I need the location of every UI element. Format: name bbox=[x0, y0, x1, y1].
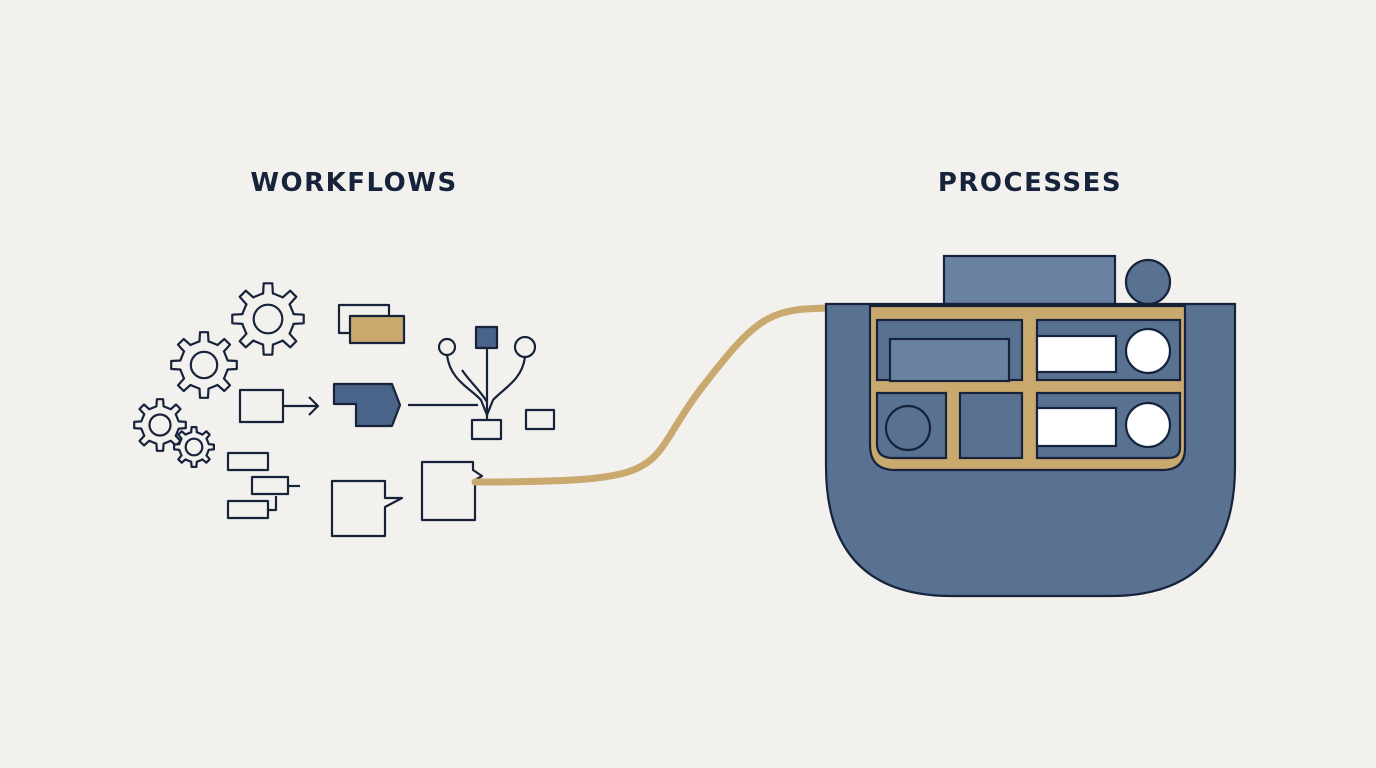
document-icon-source bbox=[420, 460, 484, 522]
gear-hub bbox=[189, 350, 219, 380]
inner-cells bbox=[875, 318, 1182, 460]
branch-tree-icon bbox=[437, 325, 537, 441]
workflows-label: WORKFLOWS bbox=[250, 168, 458, 198]
box-arrow-icon bbox=[238, 388, 320, 424]
tag-shape-icon bbox=[332, 382, 402, 428]
stacked-boxes-icon bbox=[337, 303, 406, 345]
gear-icon bbox=[231, 282, 305, 356]
processes-label: PROCESSES bbox=[937, 168, 1123, 198]
workflow-icon-cluster bbox=[133, 282, 556, 538]
gear-hub bbox=[184, 437, 204, 457]
bracket-boxes-icon bbox=[226, 451, 300, 520]
gear-icon bbox=[133, 398, 187, 452]
document-icon bbox=[330, 479, 404, 538]
container-knob bbox=[1124, 258, 1172, 306]
gear-icon bbox=[173, 426, 215, 468]
gold-connector-curve bbox=[471, 304, 882, 486]
process-container-icon bbox=[824, 254, 1237, 598]
small-box-icon bbox=[524, 408, 556, 431]
gear-group bbox=[133, 282, 305, 468]
gear-hub bbox=[148, 413, 172, 437]
gear-hub bbox=[252, 303, 284, 335]
gear-icon bbox=[170, 331, 238, 399]
container-lid bbox=[942, 254, 1117, 306]
